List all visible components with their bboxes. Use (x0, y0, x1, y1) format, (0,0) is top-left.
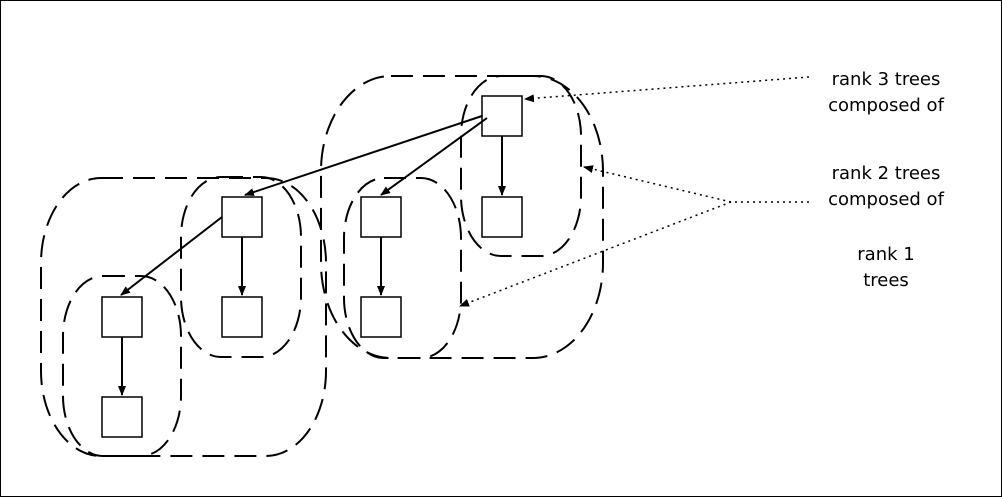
pointer-rank1 (459, 201, 732, 307)
tree-node (360, 196, 402, 238)
rank3-outer-group-right (320, 75, 604, 359)
label-rank1-line2: trees (863, 270, 909, 291)
label-rank3-line1: rank 3 trees (831, 69, 941, 90)
label-rank3-line2: composed of (828, 95, 944, 116)
label-rank1: rank 1 trees (791, 242, 981, 294)
rank2-group-right (460, 75, 582, 257)
tree-node (221, 196, 263, 238)
tree-node (221, 296, 263, 338)
tree-node (101, 296, 143, 338)
tree-node (101, 396, 143, 438)
rank2-group-left (180, 176, 302, 358)
edge-arrow (244, 115, 483, 196)
edge-arrow (120, 216, 223, 296)
tree-node (481, 196, 523, 238)
label-rank2-line2: composed of (828, 189, 944, 210)
label-rank2: rank 2 trees composed of (791, 161, 981, 213)
rank3-outer-group-left (40, 177, 327, 457)
label-rank2-line1: rank 2 trees (831, 163, 941, 184)
tree-node-root (481, 95, 523, 137)
rank1-group-left (62, 275, 182, 457)
tree-node (360, 296, 402, 338)
label-rank3: rank 3 trees composed of (791, 67, 981, 119)
edge-arrow (380, 117, 488, 196)
rank1-group-right (343, 177, 462, 359)
pointer-rank2 (583, 165, 809, 203)
label-rank1-line1: rank 1 (857, 244, 915, 265)
